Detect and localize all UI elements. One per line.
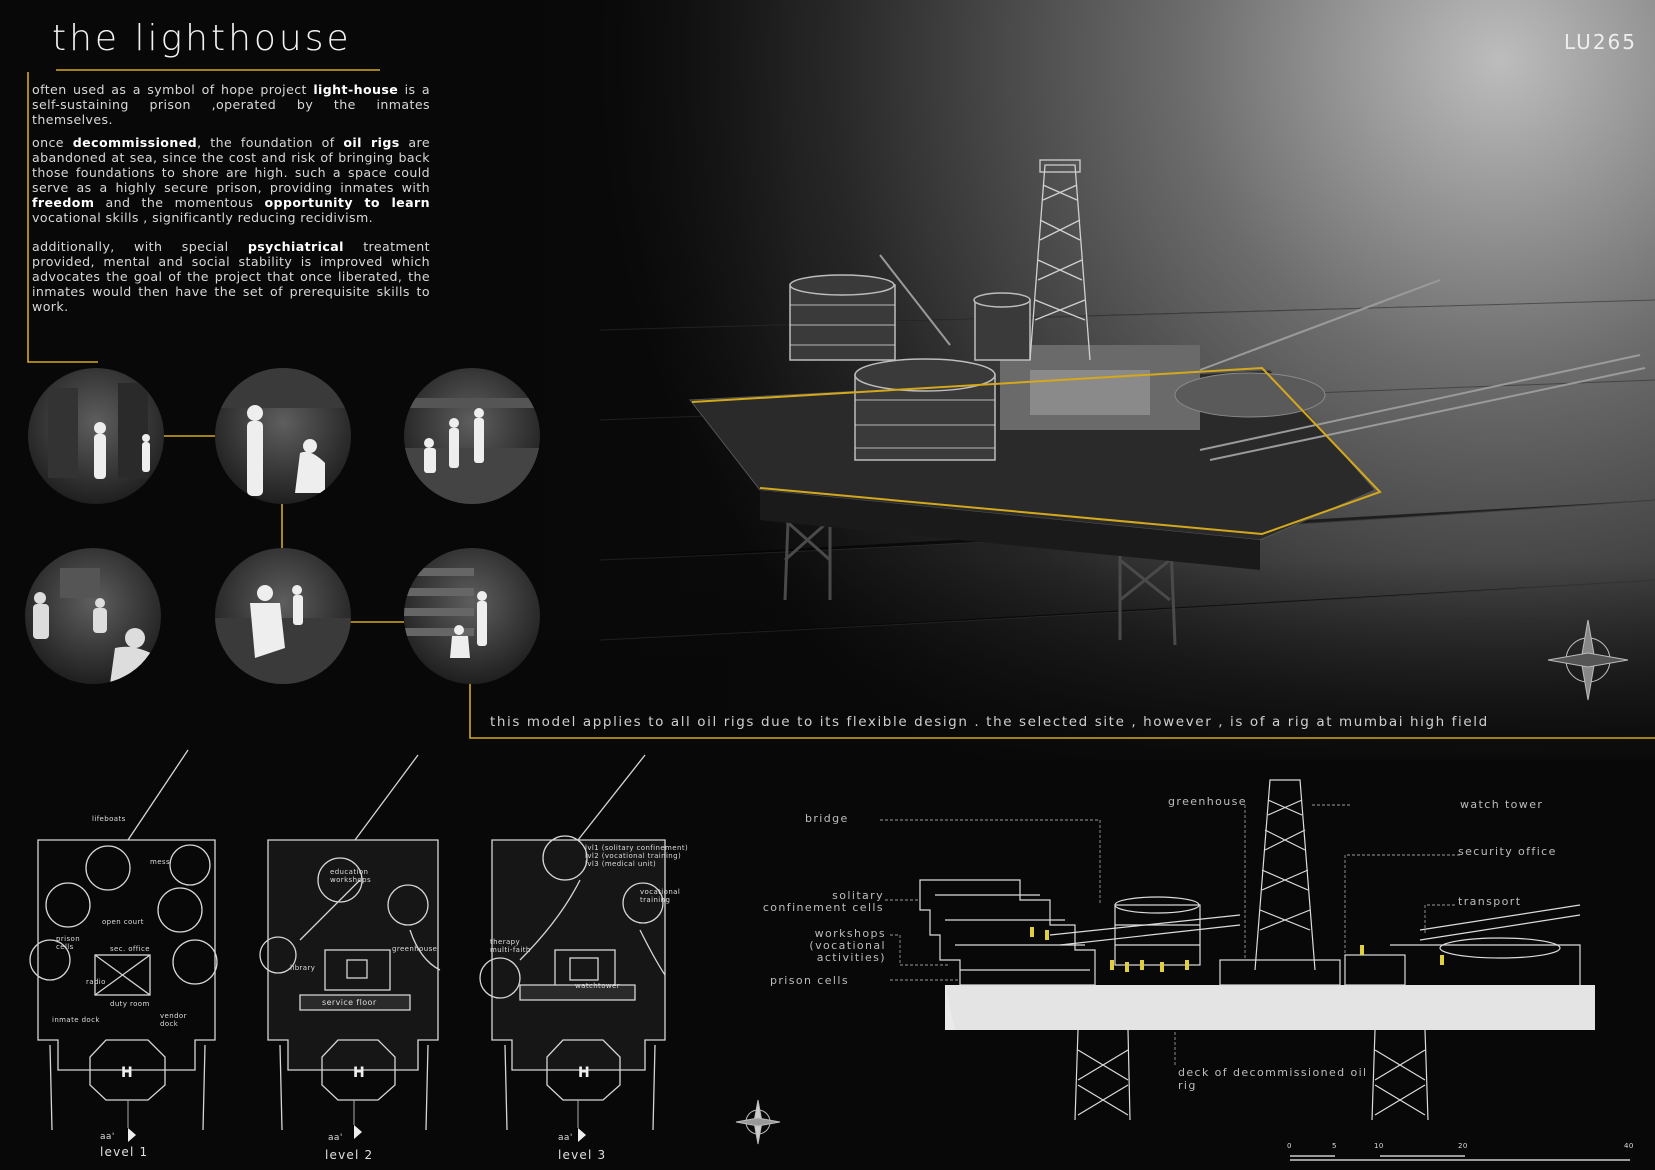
scale-tick-10: 10 <box>1374 1142 1384 1150</box>
label-workshops: workshops (vocational activities) <box>809 927 886 964</box>
vignette-prison-cells <box>28 368 164 504</box>
vignette-therapy <box>25 548 161 684</box>
oil-rig-render <box>689 159 1646 646</box>
plan2-service-floor: service floor <box>322 998 377 1007</box>
compass-icon <box>735 619 1629 1145</box>
accent-lines <box>27 69 1655 739</box>
plan1-vendor-dock: vendor dock <box>160 1012 187 1028</box>
label-bridge: bridge <box>805 812 849 825</box>
plan1-mess: mess <box>150 858 171 866</box>
scale-tick-5: 5 <box>1332 1142 1337 1150</box>
intro-paragraph-3: additionally, with special psychiatrical… <box>32 239 430 314</box>
plan3-watchtower: watchtower <box>575 982 620 990</box>
section-drawing <box>880 779 1595 1121</box>
svg-text:H: H <box>121 1065 133 1081</box>
vignette-workshop <box>215 368 351 504</box>
scale-tick-0: 0 <box>1287 1142 1292 1150</box>
plan1-open-court: open court <box>102 918 144 926</box>
section-cut-lines <box>127 1100 579 1128</box>
label-watch-tower: watch tower <box>1460 798 1544 811</box>
label-solitary: solitary confinement cells <box>762 889 884 914</box>
label-transport: transport <box>1458 895 1522 908</box>
scale-tick-20: 20 <box>1458 1142 1468 1150</box>
scale-bar <box>1290 1155 1630 1161</box>
plan2-section-mark: aa' <box>328 1133 343 1143</box>
plan1-inmate-dock: inmate dock <box>52 1016 100 1024</box>
scale-tick-40: 40 <box>1624 1142 1634 1150</box>
floor-plan-level-2 <box>259 754 441 1131</box>
plan1-sec-office: sec. office <box>110 945 150 953</box>
plan3-lvl3: lvl3 (medical unit) <box>585 860 657 868</box>
plan3-section-mark: aa' <box>558 1133 573 1143</box>
plan1-radio: radio <box>86 978 106 986</box>
plan1-prison-cells: prison cells <box>56 935 81 951</box>
plan1-lifeboats: lifeboats <box>92 815 126 823</box>
vignette-greenhouse <box>404 368 540 504</box>
entry-code: LU265 <box>1564 30 1637 54</box>
plan1-level-name: level 1 <box>100 1145 149 1159</box>
label-prison-cells: prison cells <box>770 974 849 987</box>
svg-text:H: H <box>578 1065 590 1081</box>
derrick-tower <box>1029 159 1091 361</box>
plan3-lvl2: lvl2 (vocational training) <box>585 852 682 860</box>
plan2-education: education workshops <box>330 868 371 884</box>
floor-plan-level-1 <box>29 749 218 1131</box>
intro-paragraph-2: once decommissioned, the foundation of o… <box>32 135 430 225</box>
plan3-lvl1: lvl1 (solitary confinement) <box>585 844 689 852</box>
floor-plan-level-3 <box>479 754 666 1131</box>
site-caption: this model applies to all oil rigs due t… <box>490 714 1489 730</box>
plan2-greenhouse: greenhouse <box>392 945 438 953</box>
label-leaders <box>880 804 1460 1065</box>
rig-outline-accent <box>691 366 1382 536</box>
vignette-education <box>215 548 351 684</box>
plan3-level-name: level 3 <box>558 1148 607 1162</box>
intro-paragraph-1: often used as a symbol of hope project l… <box>32 82 430 127</box>
plan2-library: library <box>290 964 316 972</box>
intro-text: often used as a symbol of hope project l… <box>32 82 430 322</box>
vignette-library <box>404 548 540 684</box>
plan2-level-name: level 2 <box>325 1148 374 1162</box>
plan3-therapy: therapy multi-faith <box>490 938 531 954</box>
plan3-vocational: vocational training <box>640 888 681 904</box>
section-arrow-icons <box>128 1125 586 1142</box>
plan1-duty-room: duty room <box>110 1000 150 1008</box>
label-deck: deck of decommissioned oil rig <box>1178 1066 1368 1092</box>
people-markers <box>1030 927 1444 972</box>
label-greenhouse: greenhouse <box>1168 795 1247 808</box>
plan1-section-mark: aa' <box>100 1132 115 1142</box>
page-title: the lighthouse <box>52 18 352 59</box>
svg-text:H: H <box>353 1065 365 1081</box>
label-security-office: security office <box>1458 845 1557 858</box>
